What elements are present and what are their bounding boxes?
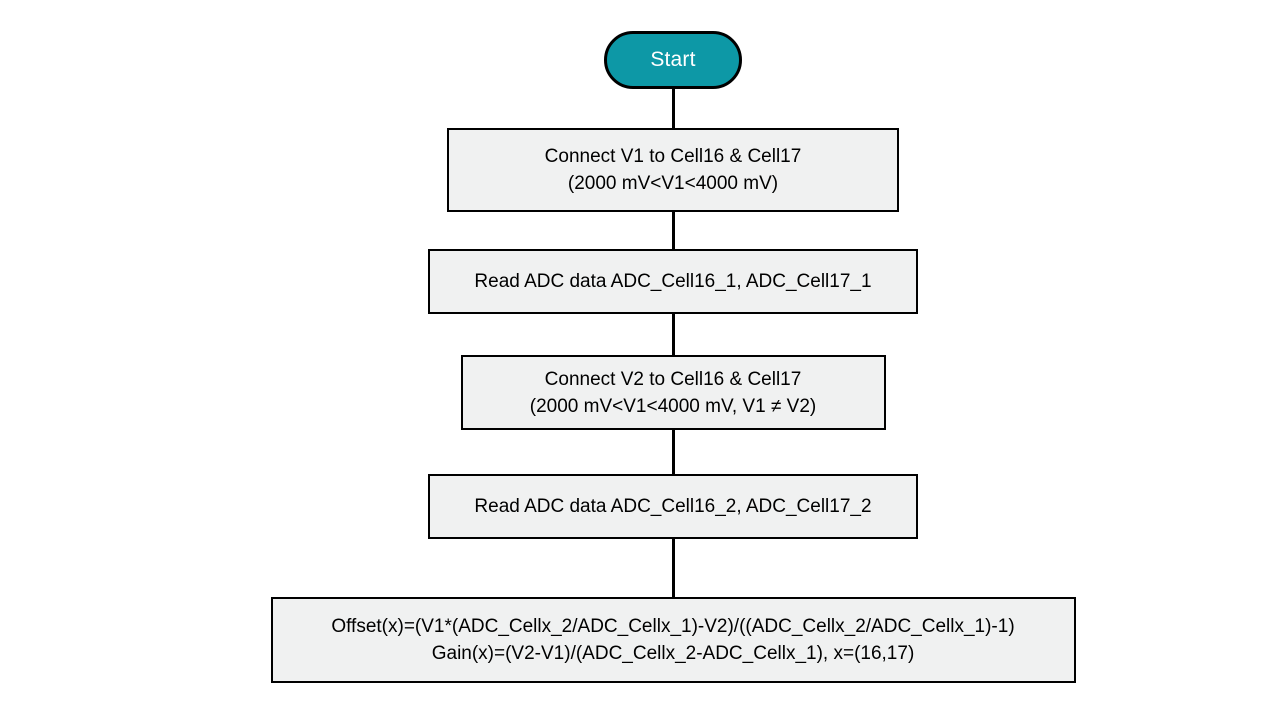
connector-line	[671, 430, 675, 474]
connector-line	[671, 539, 675, 597]
process-node-connect-v2: Connect V2 to Cell16 & Cell17 (2000 mV<V…	[460, 355, 886, 430]
start-node: Start	[604, 31, 742, 89]
connector-line	[671, 212, 675, 249]
process-node-read-adc-2: Read ADC data ADC_Cell16_2, ADC_Cell17_2	[428, 474, 918, 539]
process-node-compute-offset-gain: Offset(x)=(V1*(ADC_Cellx_2/ADC_Cellx_1)-…	[270, 597, 1076, 683]
process-node-text-line: Gain(x)=(V2-V1)/(ADC_Cellx_2-ADC_Cellx_1…	[431, 643, 915, 664]
process-node-text-line: Read ADC data ADC_Cell16_1, ADC_Cell17_1	[474, 271, 872, 292]
process-node-text-line: Connect V2 to Cell16 & Cell17	[544, 368, 802, 390]
process-node-connect-v1: Connect V1 to Cell16 & Cell17 (2000 mV<V…	[447, 128, 899, 212]
start-label: Start	[650, 48, 696, 71]
connector-line	[671, 89, 675, 128]
process-node-read-adc-1: Read ADC data ADC_Cell16_1, ADC_Cell17_1	[428, 249, 918, 314]
process-node-text-line: (2000 mV<V1<4000 mV, V1 ≠ V2)	[529, 395, 817, 417]
flowchart: Start Connect V1 to Cell16 & Cell17 (200…	[0, 31, 1280, 683]
process-node-text-line: Offset(x)=(V1*(ADC_Cellx_2/ADC_Cellx_1)-…	[331, 616, 1015, 637]
connector-line	[671, 314, 675, 355]
process-node-text-line: Connect V1 to Cell16 & Cell17	[544, 146, 802, 167]
process-node-text-line: Read ADC data ADC_Cell16_2, ADC_Cell17_2	[474, 496, 872, 517]
process-node-text-line: (2000 mV<V1<4000 mV)	[567, 173, 779, 194]
